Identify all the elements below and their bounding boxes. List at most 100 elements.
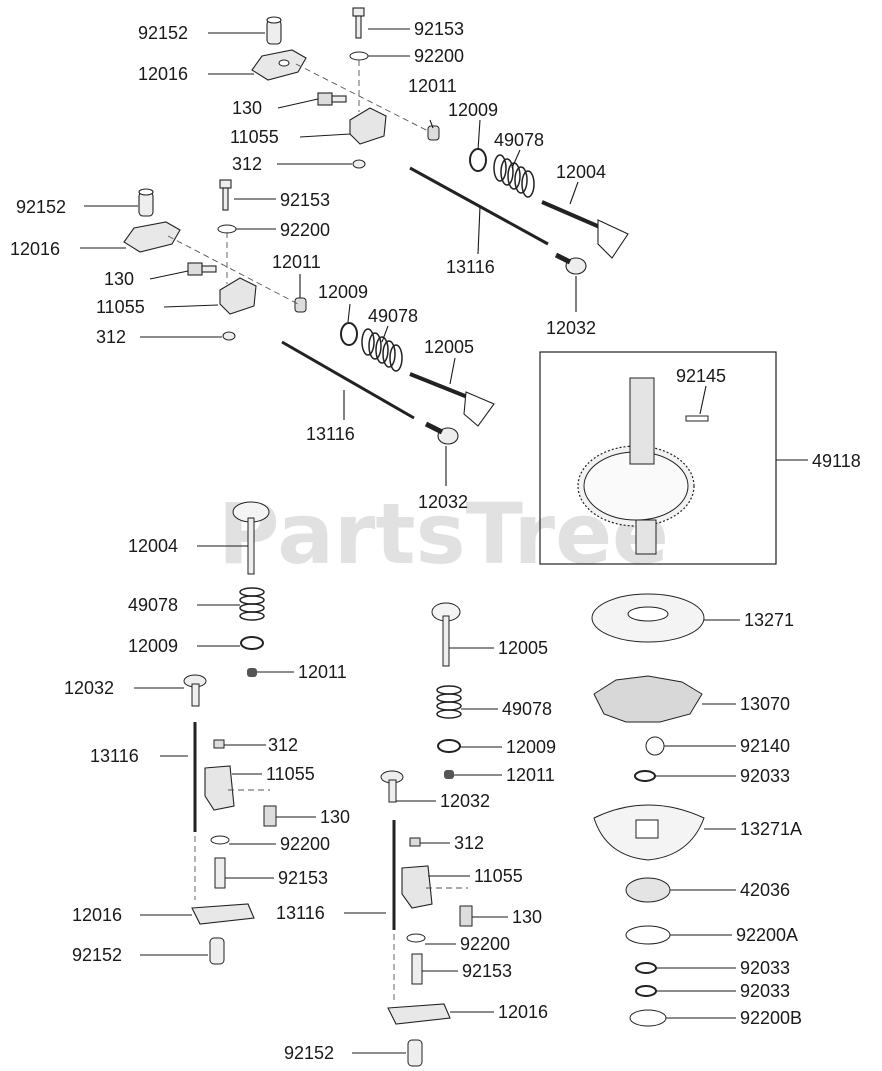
cap-12011-d	[444, 770, 454, 779]
part-number-labels: 92152 12016 92153 92200 130 12011 11055 …	[10, 19, 861, 1063]
label-92033-b: 92033	[740, 958, 790, 978]
label-12011-d: 12011	[506, 765, 555, 785]
label-12011-a: 12011	[408, 76, 457, 96]
pivot-92152-d	[407, 1039, 423, 1067]
valve-stack-left	[183, 501, 277, 965]
label-92153-a: 92153	[414, 19, 464, 39]
camshaft-callout-box	[539, 351, 777, 565]
governor-stack	[591, 593, 705, 1027]
pivot-92152-c	[209, 937, 225, 965]
label-12032-a: 12032	[546, 318, 596, 338]
nut-312-b	[222, 331, 236, 341]
rocker-arm-12016-d	[387, 1003, 451, 1025]
label-12009-b: 12009	[318, 282, 368, 302]
valve-12005-b	[409, 372, 495, 427]
washer-92200-a	[349, 51, 369, 61]
label-92153-c: 92153	[278, 868, 328, 888]
label-49078-a: 49078	[494, 130, 544, 150]
label-11055-a: 11055	[230, 127, 279, 147]
holder-13070	[593, 675, 703, 723]
label-92152-b: 92152	[16, 197, 66, 217]
label-49078-b: 49078	[368, 306, 418, 326]
label-12005-b: 12005	[424, 337, 474, 357]
label-49118: 49118	[812, 451, 861, 471]
label-312-d: 312	[454, 833, 484, 853]
label-11055-c: 11055	[266, 764, 315, 784]
label-13116-b: 13116	[306, 424, 355, 444]
label-92140: 92140	[740, 736, 790, 756]
label-312-c: 312	[268, 735, 298, 755]
label-12032-b: 12032	[418, 492, 468, 512]
spring-49078-c	[239, 587, 265, 621]
label-130-b: 130	[104, 269, 134, 289]
bolt-130-d	[459, 905, 473, 927]
washer-92200-d	[406, 933, 426, 943]
label-13271A: 13271A	[740, 819, 802, 839]
label-12016-c: 12016	[72, 905, 122, 925]
label-13116-d: 13116	[276, 903, 325, 923]
valve-stack-right	[380, 602, 473, 1067]
cap-12011-c	[247, 668, 257, 677]
guide-11055-d	[401, 865, 433, 909]
label-92033-c: 92033	[740, 981, 790, 1001]
washer-92200-b	[217, 224, 237, 234]
label-12005-d: 12005	[498, 638, 548, 658]
label-49078-d: 49078	[502, 699, 552, 719]
spring-92145	[685, 415, 709, 422]
label-12032-d: 12032	[440, 791, 490, 811]
ring-92033-b	[635, 962, 657, 974]
label-49078-c: 49078	[128, 595, 178, 615]
label-92200-d: 92200	[460, 934, 510, 954]
label-312-b: 312	[96, 327, 126, 347]
label-92200-b: 92200	[280, 220, 330, 240]
label-92153-d: 92153	[462, 961, 512, 981]
label-130-c: 130	[320, 807, 350, 827]
guide-11055-a	[349, 107, 387, 145]
leader-lines	[80, 28, 808, 1054]
label-12004-c: 12004	[128, 536, 178, 556]
ball-92140	[645, 736, 665, 756]
washer-92200A	[625, 925, 671, 945]
label-11055-d: 11055	[474, 866, 523, 886]
seal-12009-d	[437, 739, 461, 753]
label-13271: 13271	[744, 610, 794, 630]
label-92145: 92145	[676, 366, 726, 386]
bolt-130-a	[317, 92, 347, 106]
label-12011-b: 12011	[272, 252, 321, 272]
bolt-92153-a	[352, 7, 365, 39]
nut-312-c	[213, 739, 225, 749]
label-92200-c: 92200	[280, 834, 330, 854]
spring-49078-a	[493, 154, 535, 198]
bolt-92153-c	[214, 857, 226, 889]
lifter-12032-b	[424, 421, 459, 445]
label-13116-c: 13116	[90, 746, 139, 766]
label-92200A: 92200A	[736, 925, 798, 945]
label-11055-b: 11055	[96, 297, 145, 317]
guide-11055-c	[204, 765, 235, 811]
pivot-92152-a	[266, 16, 282, 45]
label-12009-a: 12009	[448, 100, 498, 120]
ring-92033-a	[634, 770, 656, 782]
lifter-12032-a	[554, 252, 587, 275]
camshaft-gear	[577, 377, 709, 555]
label-12009-d: 12009	[506, 737, 556, 757]
cap-12011-b	[294, 297, 307, 313]
push-rod-13116-b	[281, 340, 415, 420]
washer-92200B	[629, 1009, 667, 1027]
bolt-130-b	[187, 262, 217, 276]
rocker-arm-12016-c	[191, 903, 255, 925]
rocker-arm-12016-b	[123, 221, 181, 253]
gear-42036	[625, 877, 671, 903]
label-13116-a: 13116	[446, 257, 495, 277]
ring-92033-c	[635, 985, 657, 997]
guide-11055-b	[219, 277, 257, 315]
nut-312-d	[409, 837, 421, 847]
cap-12011-a	[427, 125, 440, 141]
rocker-assembly-lower	[123, 179, 495, 445]
label-130-a: 130	[232, 98, 262, 118]
label-12011-c: 12011	[298, 662, 347, 682]
washer-92200-c	[210, 835, 230, 845]
label-12009-c: 12009	[128, 636, 178, 656]
label-12004-a: 12004	[556, 162, 606, 182]
